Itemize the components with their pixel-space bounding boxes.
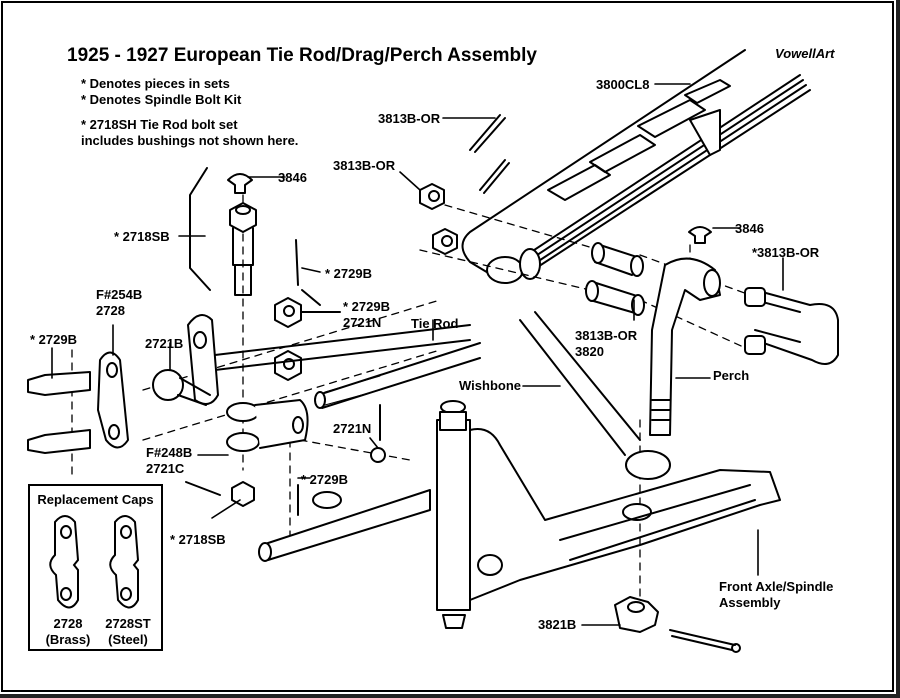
label-2729b-cotter: * 2729B <box>325 266 372 281</box>
cap-steel-material: (Steel) <box>108 632 148 647</box>
cap-brass: 2728 (Brass) <box>38 616 98 648</box>
replacement-caps-heading: Replacement Caps <box>37 492 154 507</box>
spindle-axle-assembly <box>258 400 781 629</box>
note-bushings: includes bushings not shown here. <box>81 133 299 148</box>
bushings <box>585 242 645 316</box>
tie-rod-part <box>214 324 481 409</box>
label-2721n-nut: 2721N <box>343 315 382 330</box>
label-3821b: 3821B <box>538 617 577 632</box>
label-3813b-or-nut: 3813B-OR <box>333 158 396 173</box>
label-2729b-bolt: * 2729B <box>30 332 77 347</box>
cap-steel: 2728ST (Steel) <box>98 616 158 648</box>
note-sets: * Denotes pieces in sets <box>81 76 230 91</box>
label-wishbone: Wishbone <box>459 378 521 393</box>
cotter-pins-top <box>469 114 510 194</box>
label-2718sb-top: * 2718SB <box>114 229 170 244</box>
label-3846-right: 3846 <box>735 221 764 236</box>
replacement-cap-drawings <box>49 515 140 609</box>
label-front-axle-line2: Assembly <box>719 595 781 610</box>
label-tie-rod: Tie Rod <box>411 316 459 331</box>
label-3813b-or-cotter: 3813B-OR <box>378 111 441 126</box>
label-2721b: 2721B <box>145 336 184 351</box>
replacement-caps-box: Replacement Caps 2728 (Brass) 2728ST (St… <box>28 484 163 651</box>
label-f248b: F#248B <box>146 445 193 460</box>
label-perch: Perch <box>713 368 750 383</box>
castle-nuts-top <box>419 183 458 255</box>
note-tie-rod-bolt-set: * 2718SH Tie Rod bolt set <box>81 117 238 132</box>
axle-nut <box>614 596 741 653</box>
label-2718sb-bottom: * 2718SB <box>170 532 226 547</box>
drag-link-end <box>152 314 219 406</box>
cotter-nuts-middle <box>274 239 341 381</box>
perch-part <box>649 257 721 436</box>
shackle-part <box>744 287 839 365</box>
label-3813b-or-shackle: *3813B-OR <box>752 245 820 260</box>
label-2729b-nut: * 2729B <box>343 299 390 314</box>
leader-lines <box>51 83 784 626</box>
note-spindle-kit: * Denotes Spindle Bolt Kit <box>81 92 242 107</box>
label-front-axle-line1: Front Axle/Spindle <box>719 579 834 594</box>
wishbone-part <box>519 311 671 480</box>
cap-brass-material: (Brass) <box>45 632 91 647</box>
label-f254b: F#254B <box>96 287 143 302</box>
brand-signature: VowellArt <box>775 46 835 61</box>
cotter-nuts-lower <box>185 404 386 516</box>
clevis-yoke <box>226 399 309 507</box>
cap-brass-part: 2728 <box>53 616 83 631</box>
diagram-title: 1925 - 1927 European Tie Rod/Drag/Perch … <box>67 45 537 66</box>
label-2728: 2728 <box>96 303 125 318</box>
label-3800cl8: 3800CL8 <box>596 77 650 92</box>
tie-rod-cap-bracket <box>27 351 129 454</box>
cap-steel-part: 2728ST <box>105 616 151 631</box>
label-3846-left: 3846 <box>278 170 307 185</box>
spindle-bolt-top <box>189 167 257 296</box>
leaf-spring <box>461 49 811 284</box>
label-3813b-or-bushing: 3813B-OR <box>575 328 638 343</box>
label-2721n-castle: 2721N <box>333 421 372 436</box>
label-2721c: 2721C <box>146 461 185 476</box>
label-2729b-lower: * 2729B <box>301 472 348 487</box>
label-3820: 3820 <box>575 344 604 359</box>
